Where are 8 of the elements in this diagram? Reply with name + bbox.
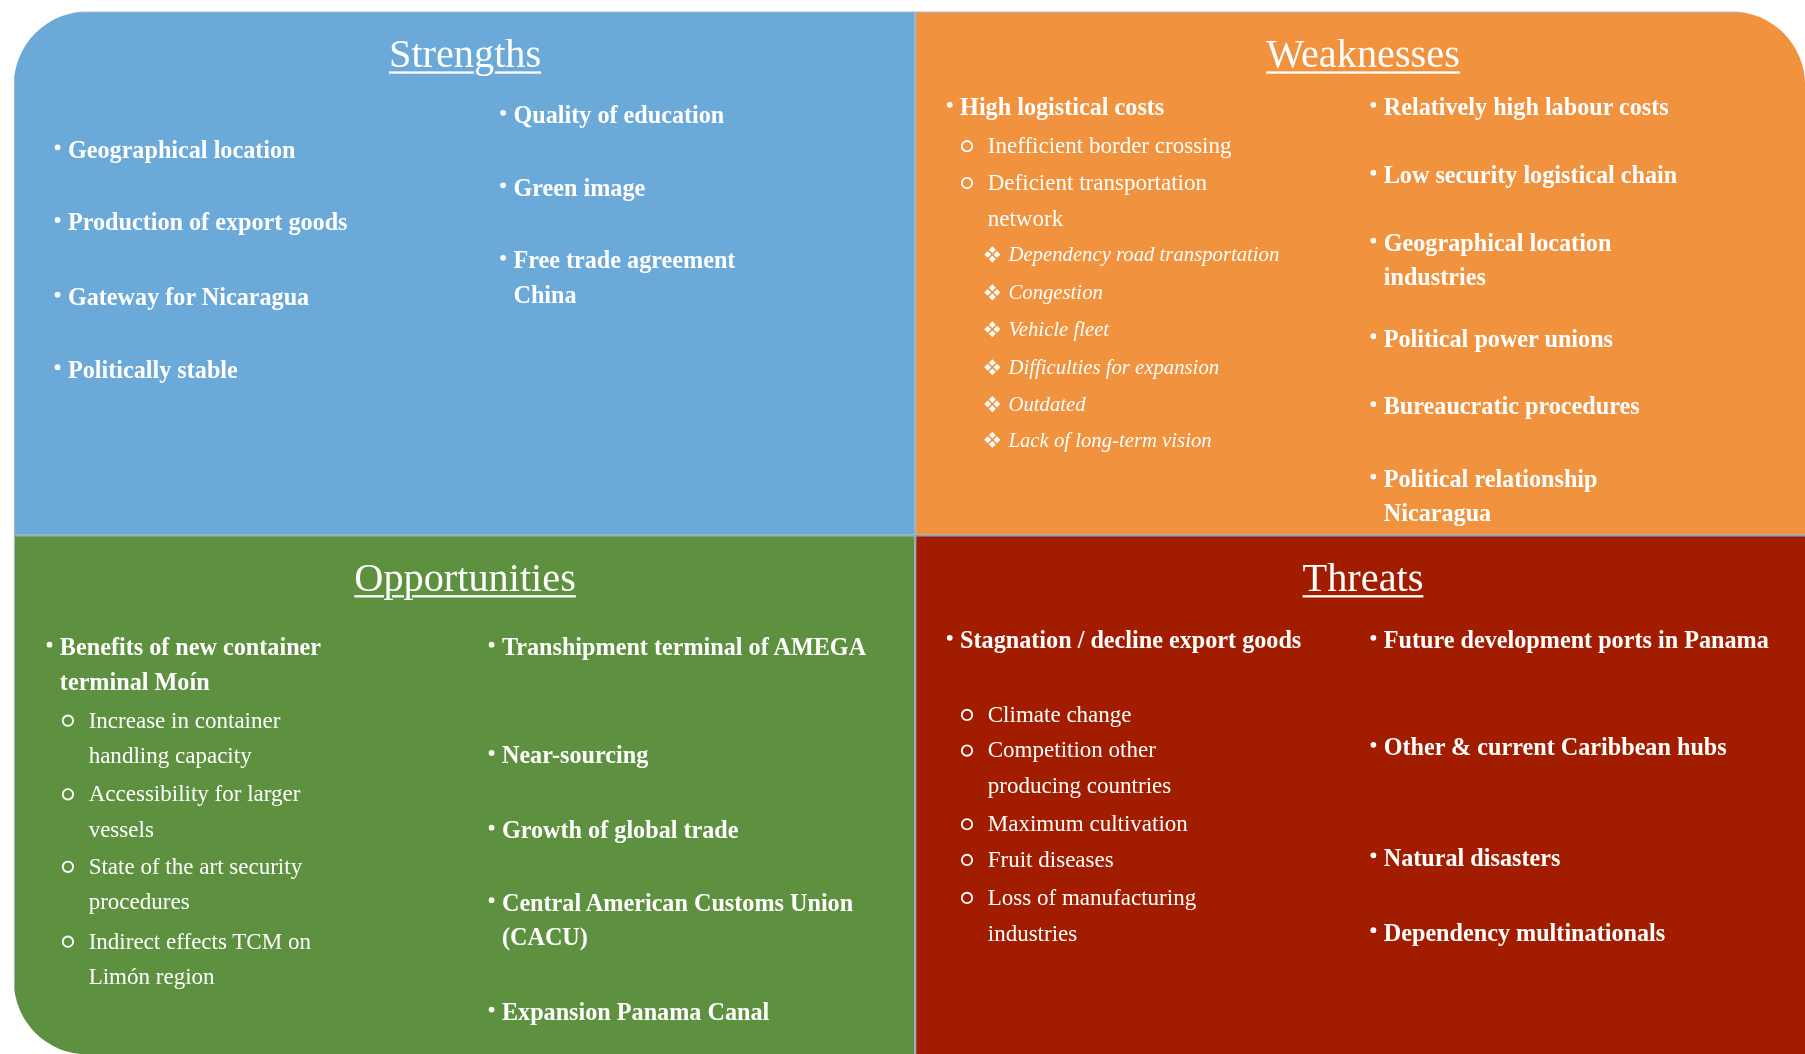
swot-quadrant — [915, 11, 1805, 536]
swot-quadrant — [13, 535, 916, 1054]
quadrant-heading: Threats — [1302, 554, 1424, 601]
swot-quadrant — [915, 535, 1805, 1054]
quadrant-heading: Strengths — [388, 31, 542, 78]
quadrant-heading: Weaknesses — [1266, 31, 1460, 78]
quadrant-heading: Opportunities — [354, 554, 576, 601]
swot-quadrant — [13, 11, 916, 536]
